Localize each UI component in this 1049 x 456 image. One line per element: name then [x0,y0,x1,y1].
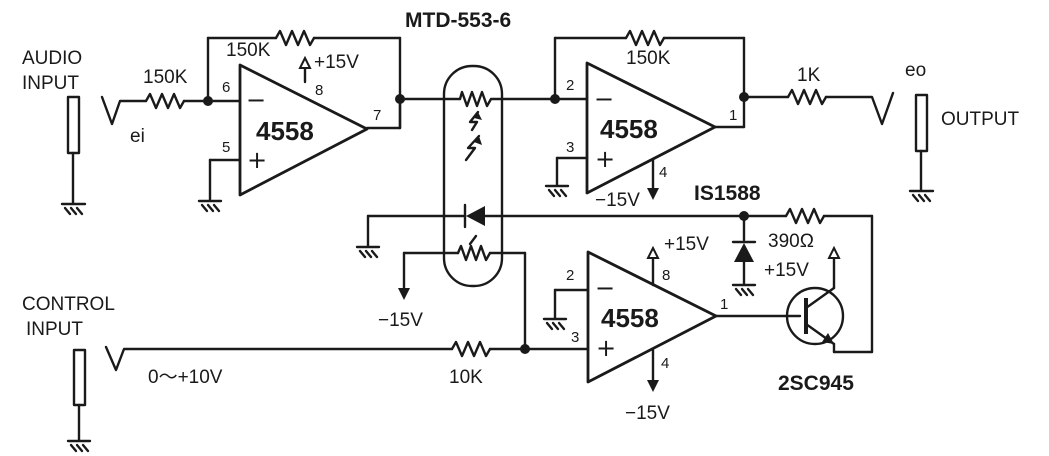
resistor-fb1-label: 150K [226,40,271,61]
resistor-ctrl-label: 10K [449,367,483,388]
svg-text:5: 5 [222,139,230,156]
svg-text:3: 3 [571,329,579,346]
resistor-input-label: 150K [143,67,188,88]
output-jack-icon [908,93,935,203]
audio-input-jack-icon [60,95,87,216]
resistor-out-label: 1K [797,65,821,86]
svg-text:−: − [246,86,266,114]
svg-text:8: 8 [315,82,323,99]
opamp-2-part: 4558 [600,114,658,144]
svg-text:4: 4 [659,164,667,181]
photoresistor-icon [458,90,557,162]
svg-text:1: 1 [720,296,728,313]
opamp-1-noninv-ground [197,158,242,213]
control-input-label: CONTROL [22,294,115,315]
module-title: MTD-553-6 [405,9,511,32]
opamp-3-supply-neg-label: −15V [625,403,670,424]
lower-photocell-wiring [398,251,527,351]
input-wire [100,92,242,126]
opamp-1: − + 4558 [238,63,369,197]
opamp-1-part: 4558 [256,116,314,146]
opamp-2-wiring [544,29,895,200]
transistor-icon [785,245,845,354]
diode-label: IS1588 [694,182,761,205]
control-range-label: 0～+10V [148,367,223,388]
svg-text:−: − [595,274,615,302]
resistor-390-wire [742,207,874,354]
svg-text:+: + [596,334,616,362]
resistor-fb2-label: 150K [626,48,671,69]
control-input-jack-icon [66,348,92,453]
opamp-1-supply-label: +15V [314,52,359,73]
audio-input-label: AUDIO [22,48,82,69]
transistor-label: 2SC945 [778,372,854,395]
svg-text:2: 2 [566,267,574,284]
svg-text:+: + [247,146,267,174]
svg-text:−: − [594,85,614,113]
opamp-1-output-wire [365,94,462,130]
svg-text:1: 1 [729,107,737,124]
opamp-3-supply-pos-label: +15V [664,234,709,255]
svg-text:+: + [595,145,615,173]
svg-text:6: 6 [222,79,230,96]
audio-signal-label: ei [130,126,145,147]
led-wiring [355,214,746,259]
diode-icon [731,211,757,297]
opamp-3-part: 4558 [601,303,659,333]
photoresistor-lower-icon [456,234,492,262]
resistor-led-label: 390Ω [768,231,814,252]
svg-text:3: 3 [566,139,574,156]
svg-text:7: 7 [373,107,381,124]
audio-input-label-2: INPUT [22,73,79,94]
opamp-2: − + 4558 [585,61,717,195]
opamp-3: − + 4558 [586,250,718,384]
led-icon [463,203,485,229]
control-input-wire [104,340,527,372]
transistor-supply-label: +15V [764,260,809,281]
opamp-2-supply-label: −15V [595,190,640,211]
control-input-label-2: INPUT [26,319,83,340]
supply-arrow-icon [298,55,312,84]
output-label: OUTPUT [941,109,1020,130]
photocell-supply-label: −15V [378,310,423,331]
svg-text:4: 4 [661,355,669,372]
svg-text:2: 2 [566,77,574,94]
optocoupler [442,64,557,288]
output-signal-label: eo [905,60,926,81]
svg-text:8: 8 [662,267,670,284]
